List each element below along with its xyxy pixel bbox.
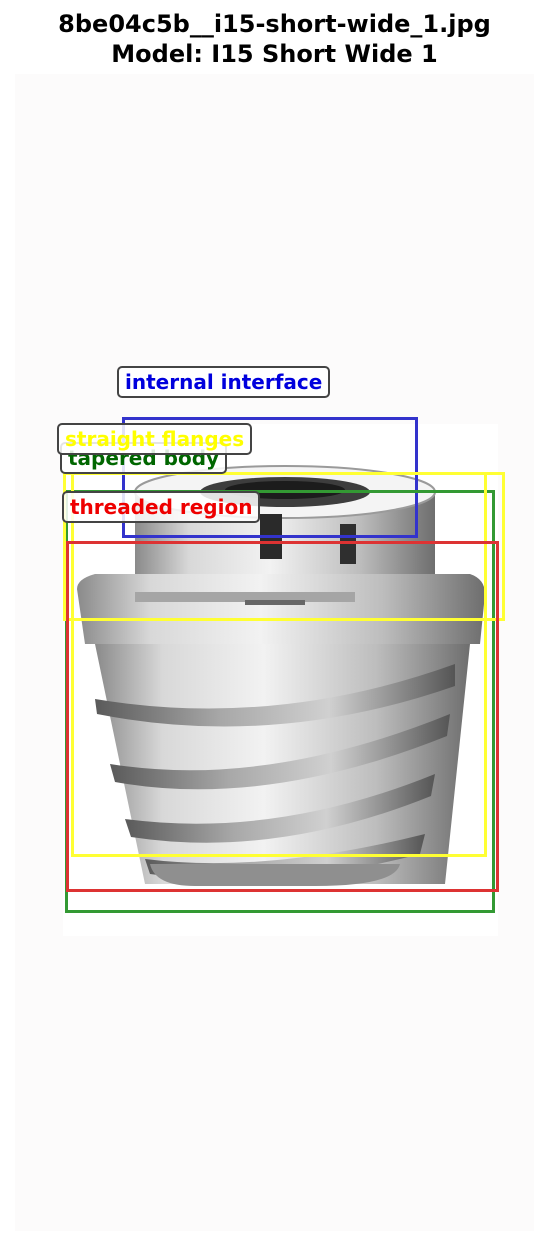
bbox-internal-interface — [122, 417, 418, 538]
image-filename-title: 8be04c5b__i15-short-wide_1.jpg — [58, 10, 491, 38]
bbox-straight-flanges-inner — [71, 472, 487, 857]
bbox-threaded-region — [66, 541, 499, 892]
image-canvas: internal interface tapered body straight… — [15, 74, 534, 1231]
label-straight-flanges: straight flanges — [57, 423, 253, 455]
label-threaded-region: threaded region — [62, 491, 261, 523]
model-name-title: Model: I15 Short Wide 1 — [111, 40, 438, 68]
label-internal-interface: internal interface — [117, 366, 331, 398]
